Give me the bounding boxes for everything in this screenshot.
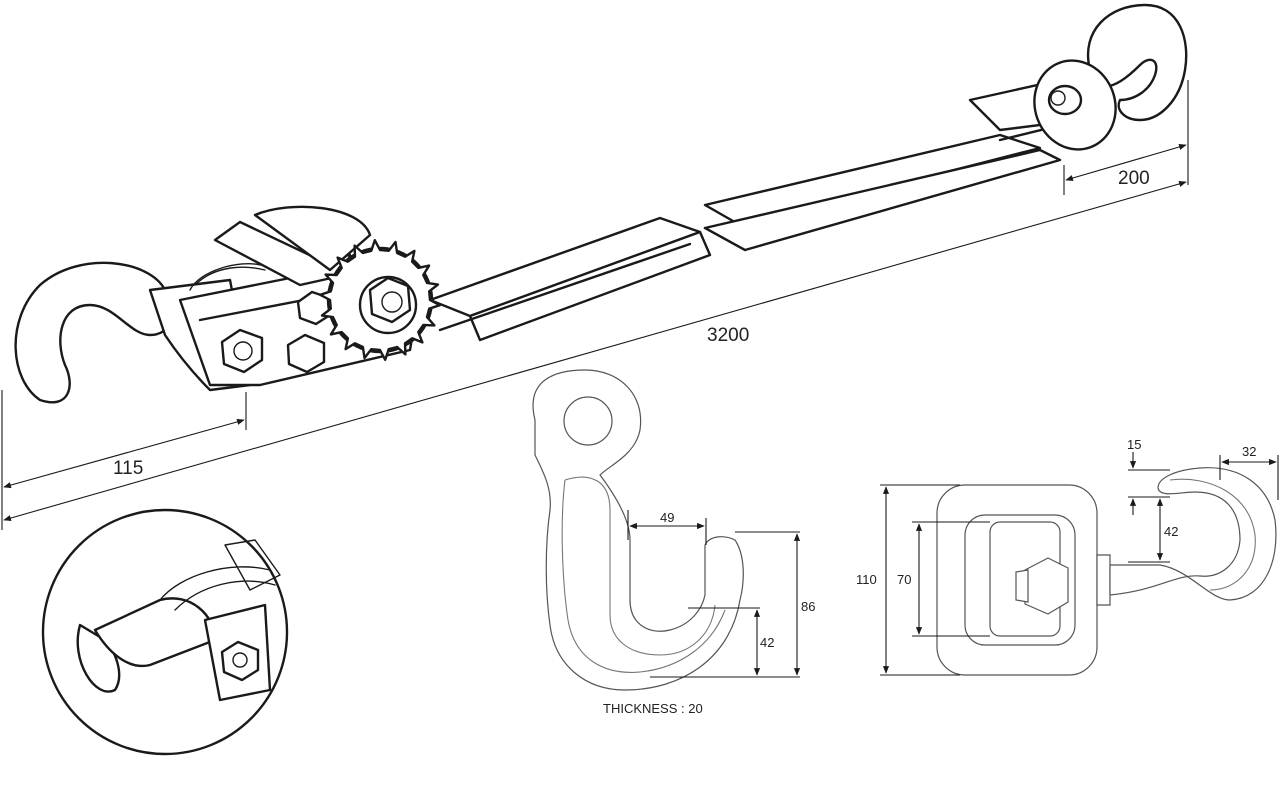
dimension-lines xyxy=(1,80,1189,530)
detail-magnifier-icon xyxy=(41,508,289,756)
swivel-opening-label: 32 xyxy=(1242,444,1256,459)
swivel-tip-label: 15 xyxy=(1127,437,1141,452)
dim-label-3200: 3200 xyxy=(707,325,749,346)
grab-hook-icon xyxy=(532,369,744,691)
swivel-hook-dimensions xyxy=(880,452,1279,676)
grab-hook-throat-label: 49 xyxy=(660,510,674,525)
bolt-icon xyxy=(286,333,326,374)
swivel-outer-height-label: 110 xyxy=(856,572,877,587)
dim-label-115: 115 xyxy=(113,458,143,479)
swivel-inner-height-label: 70 xyxy=(897,572,911,587)
thickness-note: THICKNESS : 20 xyxy=(603,701,703,716)
grab-hook-dimensions xyxy=(627,510,801,678)
grab-hook-depth-label: 86 xyxy=(801,599,815,614)
swivel-inner-depth-label: 42 xyxy=(1164,524,1178,539)
swivel-hook-icon xyxy=(936,467,1277,676)
grab-hook-tip-label: 42 xyxy=(760,635,774,650)
strap-icon xyxy=(428,78,1092,342)
swivel-hook-top-icon xyxy=(1033,3,1188,151)
dim-label-200: 200 xyxy=(1118,168,1150,189)
